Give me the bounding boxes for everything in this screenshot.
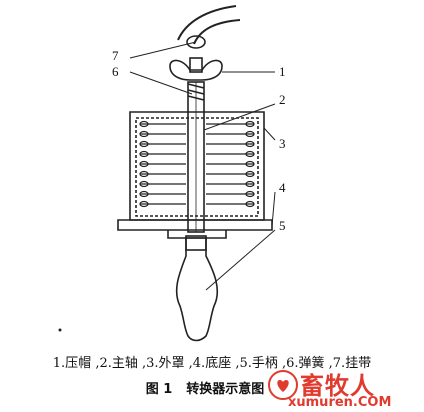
heart-logo-icon — [268, 370, 298, 400]
fin-tip — [139, 130, 149, 138]
pressure-cap — [169, 59, 223, 81]
stray-mark — [58, 328, 62, 332]
fin-tip — [139, 180, 149, 188]
fin-tip — [139, 140, 149, 148]
fin-tip — [245, 120, 255, 128]
fin-tip — [139, 120, 149, 128]
watermark-site: xumuren.COM — [288, 395, 392, 410]
callout-3: 3 — [279, 136, 286, 151]
fin-tip — [139, 200, 149, 208]
fin-tip — [139, 160, 149, 168]
fin-tip — [139, 190, 149, 198]
fin-tip — [245, 190, 255, 198]
callout-2: 2 — [279, 92, 286, 107]
callout-4: 4 — [279, 180, 286, 195]
fin-tip — [245, 160, 255, 168]
callout-6: 6 — [112, 64, 119, 79]
watermark-brand: 畜牧人 — [300, 372, 375, 400]
strap-ring — [186, 35, 206, 49]
callout-5: 5 — [279, 218, 286, 233]
fin-tip — [245, 150, 255, 158]
callout-7: 7 — [112, 48, 119, 63]
handle — [175, 237, 219, 342]
base — [117, 219, 273, 231]
fin-tip — [245, 200, 255, 208]
watermark: 畜牧人 xumuren.COM — [266, 366, 416, 410]
fin-tip — [139, 150, 149, 158]
fin-tip — [245, 180, 255, 188]
fin-group — [139, 120, 255, 208]
fin-tip — [245, 130, 255, 138]
callout-1: 1 — [279, 64, 286, 79]
figure-number: 图 1 — [145, 382, 173, 397]
fin-tip — [139, 170, 149, 178]
figure-caption: 图 1 转换器示意图 — [0, 378, 424, 397]
hanging-hose — [177, 5, 241, 45]
figure-title: 转换器示意图 — [186, 382, 265, 397]
fin-tip — [245, 170, 255, 178]
fin-tip — [245, 140, 255, 148]
parts-legend: 1.压帽 ,2.主轴 ,3.外罩 ,4.底座 ,5.手柄 ,6.弹簧 ,7.挂带 — [52, 356, 372, 371]
